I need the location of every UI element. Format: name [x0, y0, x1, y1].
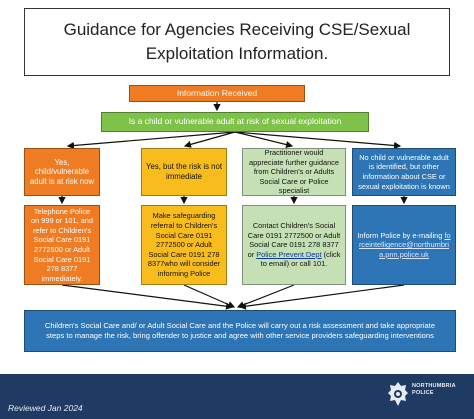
arrow-question-to-branch-2	[183, 131, 236, 148]
arrow-action-2-to-outcome	[183, 284, 236, 308]
action-contact-text-before: Contact Children's Social Care 0191 2772…	[247, 221, 341, 259]
branch-needs-guidance: Practitioner would appreciate further gu…	[242, 148, 346, 196]
branch-risk-now: Yes, child/vulnerable adult is at risk n…	[24, 148, 100, 196]
title-box: Guidance for Agencies Receiving CSE/Sexu…	[24, 8, 450, 76]
branch-no-child-identified: No child or vulnerable adult is identifi…	[352, 148, 456, 196]
info-received-box: Information Received	[129, 85, 305, 102]
org-logo-text: NORTHUMBRIA POLICE	[412, 383, 456, 396]
police-crest-icon	[388, 382, 408, 406]
arrow-action-1-to-outcome	[61, 284, 234, 310]
reviewed-date: Reviewed Jan 2024	[8, 403, 83, 413]
arrow-question-to-branch-3	[234, 131, 294, 149]
action-inform-police: Inform Police by e-mailing forceintellig…	[352, 205, 456, 285]
arrow-question-to-branch-4	[234, 131, 402, 150]
page-title: Guidance for Agencies Receiving CSE/Sexu…	[63, 20, 411, 63]
risk-question-box: Is a child or vulnerable adult at risk o…	[101, 112, 369, 132]
arrow-action-3-to-outcome	[236, 284, 295, 309]
action-inform-text-before: Inform Police by e-mailing	[357, 230, 445, 240]
branch-risk-not-immediate: Yes, but the risk is not immediate	[141, 148, 227, 196]
action-telephone-police: Telephone Police on 999 or 101, and refe…	[24, 205, 100, 285]
arrow-question-to-branch-1	[66, 131, 236, 150]
outcome-box: Children's Social Care and/ or Adult Soc…	[24, 310, 456, 352]
action-contact-text-after: (click to email) or call 101.	[260, 249, 341, 269]
action-contact-social-care: Contact Children's Social Care 0191 2772…	[242, 205, 346, 285]
police-prevent-dept-link[interactable]: Police Prevent Dept	[256, 249, 322, 259]
arrow-action-4-to-outcome	[238, 284, 405, 310]
action-safeguarding-referral: Make safeguarding referral to Children's…	[141, 205, 227, 285]
force-intelligence-email-link[interactable]: forceintelligence@northumbria.pnn.police…	[358, 230, 451, 259]
